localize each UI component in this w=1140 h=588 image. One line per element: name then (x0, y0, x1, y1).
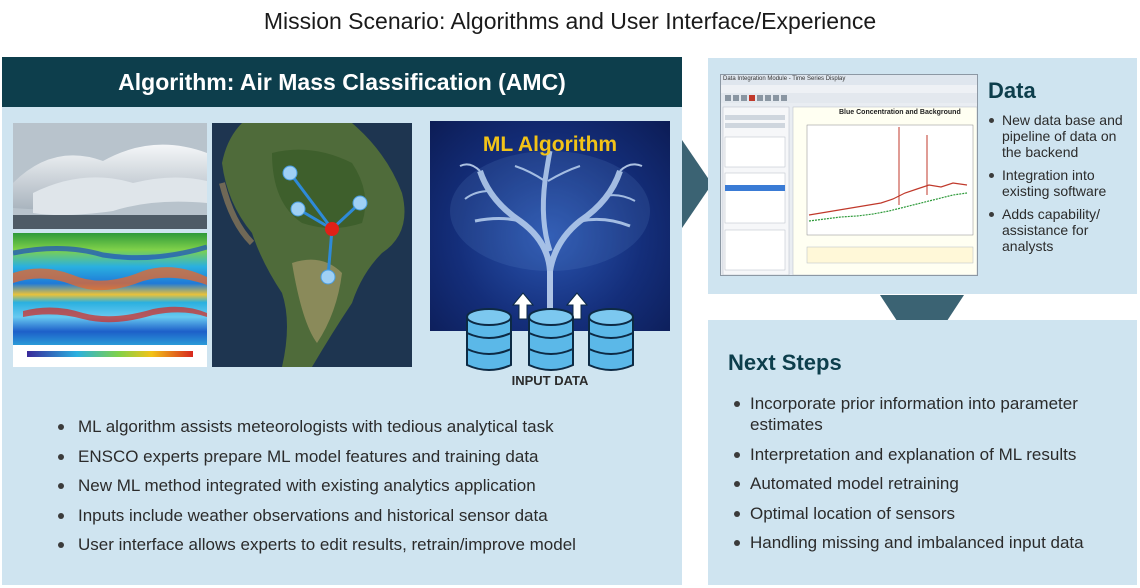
data-title: Data (988, 78, 1036, 103)
list-item: Interpretation and explanation of ML res… (730, 444, 1130, 465)
ml-algorithm-label: ML Algorithm (482, 133, 618, 156)
arrow-right-icon (682, 140, 712, 233)
database-icon (528, 308, 574, 371)
south-america-map (212, 123, 412, 367)
database-icon (466, 308, 512, 371)
screenshot-chart-title: Blue Concentration and Background (839, 109, 961, 116)
list-item: Optimal location of sensors (730, 503, 1130, 524)
next-steps-title: Next Steps (728, 350, 842, 375)
ml-algorithm-graphic: ML Algorithm (430, 121, 670, 331)
list-item: Automated model retraining (730, 473, 1130, 494)
list-item: Adds capability/ assistance for analysts (984, 206, 1134, 254)
page-title: Mission Scenario: Algorithms and User In… (263, 8, 877, 34)
next-steps-list: Incorporate prior information into param… (730, 393, 1130, 562)
sensor-node (282, 165, 298, 181)
list-item: ML algorithm assists meteorologists with… (54, 412, 664, 442)
list-item: Incorporate prior information into param… (730, 393, 1130, 435)
list-item: User interface allows experts to edit re… (54, 530, 664, 560)
list-item: Integration into existing software (984, 167, 1134, 199)
list-item: New ML method integrated with existing a… (54, 471, 664, 501)
data-bullet-list: New data base and pipeline of data on th… (984, 112, 1134, 261)
sensor-node (290, 201, 306, 217)
database-icon (588, 308, 634, 371)
list-item: Inputs include weather observations and … (54, 501, 664, 531)
next-steps-panel: Next Steps Incorporate prior information… (708, 320, 1137, 585)
central-node (325, 222, 339, 236)
sensor-node (320, 269, 336, 285)
cloud-photo (13, 123, 207, 229)
amc-header: Algorithm: Air Mass Classification (AMC) (2, 57, 682, 107)
weather-heatmap-image (13, 233, 207, 367)
list-item: Handling missing and imbalanced input da… (730, 532, 1130, 553)
list-item: ENSCO experts prepare ML model features … (54, 442, 664, 472)
sensor-node (352, 195, 368, 211)
up-arrow-icon (511, 292, 535, 320)
list-item: New data base and pipeline of data on th… (984, 112, 1134, 160)
up-arrow-icon (565, 292, 589, 320)
screenshot-window-title: Data Integration Module - Time Series Di… (723, 76, 846, 82)
amc-bullet-list: ML algorithm assists meteorologists with… (54, 412, 664, 560)
data-panel: Data Integration Module - Time Series Di… (708, 58, 1137, 294)
input-databases (457, 289, 657, 379)
input-data-label: INPUT DATA (511, 373, 589, 388)
software-screenshot: Data Integration Module - Time Series Di… (720, 74, 978, 276)
amc-panel: Algorithm: Air Mass Classification (AMC) (2, 57, 682, 585)
